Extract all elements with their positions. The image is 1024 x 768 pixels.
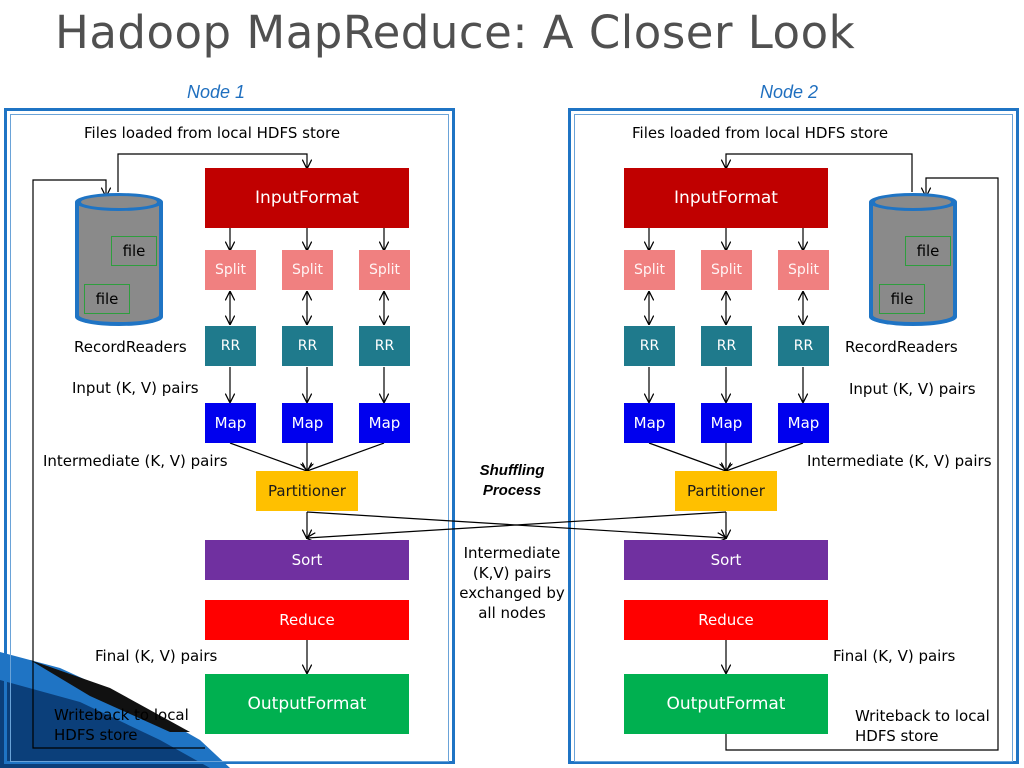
split-box: Split: [205, 250, 256, 290]
reduce-box: Reduce: [205, 600, 409, 640]
sort-box: Sort: [205, 540, 409, 580]
intermediate-pairs-label: Intermediate (K, V) pairs: [807, 452, 992, 470]
writeback-line-2: HDFS store: [54, 726, 138, 744]
exchange-line-1: Intermediate: [463, 544, 561, 562]
output-format-box: OutputFormat: [205, 674, 409, 734]
input-format-box: InputFormat: [205, 168, 409, 228]
exchange-line-2: (K,V) pairs: [472, 564, 552, 582]
node-1-inner-frame: [10, 114, 449, 762]
shuffling-process-label: Shuffling Process: [462, 461, 562, 501]
map-box: Map: [282, 403, 333, 443]
map-box: Map: [205, 403, 256, 443]
writeback-line-1: Writeback to local: [855, 707, 990, 725]
node-1-label: Node 1: [187, 82, 246, 102]
record-reader-box: RR: [701, 326, 752, 366]
files-loaded-label: Files loaded from local HDFS store: [632, 124, 889, 142]
input-pairs-label: Input (K, V) pairs: [849, 380, 976, 398]
intermediate-pairs-label: Intermediate (K, V) pairs: [43, 452, 228, 470]
split-box: Split: [359, 250, 410, 290]
writeback-label: Writeback to local HDFS store: [855, 706, 990, 746]
record-reader-box: RR: [624, 326, 675, 366]
record-reader-box: RR: [359, 326, 410, 366]
shuffling-line-2: Process: [482, 482, 542, 499]
input-pairs-label: Input (K, V) pairs: [72, 379, 199, 397]
node-1-frame: [4, 108, 455, 764]
map-box: Map: [359, 403, 410, 443]
exchange-description: Intermediate (K,V) pairs exchanged by al…: [452, 543, 572, 623]
slide-title: Hadoop MapReduce: A Closer Look: [55, 6, 856, 59]
partitioner-box: Partitioner: [256, 471, 358, 511]
file-box: file: [879, 284, 925, 314]
final-pairs-label: Final (K, V) pairs: [833, 647, 956, 665]
reduce-box: Reduce: [624, 600, 828, 640]
shuffling-line-1: Shuffling: [479, 462, 545, 479]
writeback-line-1: Writeback to local: [54, 706, 189, 724]
writeback-line-2: HDFS store: [855, 727, 939, 745]
node-2-label: Node 2: [760, 82, 819, 102]
writeback-label: Writeback to local HDFS store: [54, 705, 189, 745]
split-box: Split: [282, 250, 333, 290]
final-pairs-label: Final (K, V) pairs: [95, 647, 218, 665]
exchange-line-3: exchanged by: [459, 584, 565, 602]
map-box: Map: [624, 403, 675, 443]
record-reader-box: RR: [282, 326, 333, 366]
record-reader-box: RR: [205, 326, 256, 366]
map-box: Map: [778, 403, 829, 443]
file-box: file: [111, 236, 157, 266]
sort-box: Sort: [624, 540, 828, 580]
map-box: Map: [701, 403, 752, 443]
split-box: Split: [701, 250, 752, 290]
record-readers-label: RecordReaders: [74, 338, 187, 356]
corner-decoration: [0, 652, 230, 768]
node-2-frame: [568, 108, 1019, 764]
node-2-inner-frame: [574, 114, 1013, 762]
record-reader-box: RR: [778, 326, 829, 366]
output-format-box: OutputFormat: [624, 674, 828, 734]
partitioner-box: Partitioner: [675, 471, 777, 511]
split-box: Split: [624, 250, 675, 290]
record-readers-label: RecordReaders: [845, 338, 958, 356]
exchange-line-4: all nodes: [478, 604, 546, 622]
file-box: file: [84, 284, 130, 314]
split-box: Split: [778, 250, 829, 290]
file-box: file: [905, 236, 951, 266]
input-format-box: InputFormat: [624, 168, 828, 228]
files-loaded-label: Files loaded from local HDFS store: [84, 124, 341, 142]
